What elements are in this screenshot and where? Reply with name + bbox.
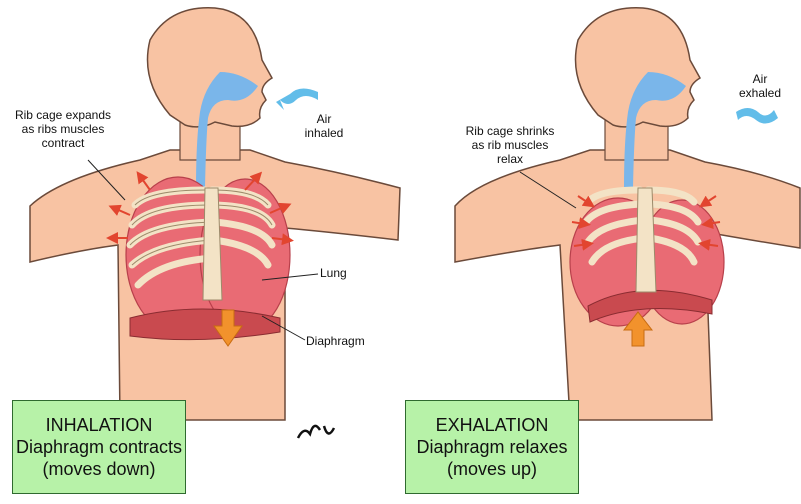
left-air-arrow — [276, 88, 318, 110]
inhalation-caption-title: INHALATION — [46, 414, 153, 436]
inhalation-caption-line: Diaphragm contracts — [16, 436, 182, 458]
left-rib-label-line: as ribs muscles — [4, 122, 122, 136]
inhalation-caption: INHALATION Diaphragm contracts (moves do… — [12, 400, 186, 494]
left-air-label: Air inhaled — [298, 112, 350, 140]
exhalation-caption: EXHALATION Diaphragm relaxes (moves up) — [405, 400, 579, 494]
exhalation-caption-title: EXHALATION — [436, 414, 549, 436]
right-air-label-line: Air — [732, 72, 788, 86]
inhalation-caption-line: (moves down) — [42, 458, 155, 480]
right-air-arrow — [736, 108, 778, 124]
right-air-label-line: exhaled — [732, 86, 788, 100]
lung-label: Lung — [320, 266, 347, 280]
left-air-label-line: inhaled — [298, 126, 350, 140]
signature-mark — [298, 426, 334, 438]
left-rib-label: Rib cage expands as ribs muscles contrac… — [4, 108, 122, 150]
right-air-label: Air exhaled — [732, 72, 788, 100]
left-rib-label-line: Rib cage expands — [4, 108, 122, 122]
left-diaphragm — [130, 309, 280, 340]
right-sternum — [636, 188, 656, 292]
diaphragm-label: Diaphragm — [306, 334, 365, 348]
exhalation-figure — [455, 8, 800, 420]
right-rib-label: Rib cage shrinks as rib muscles relax — [455, 124, 565, 166]
left-rib-label-line: contract — [4, 136, 122, 150]
exhalation-caption-line: (moves up) — [447, 458, 537, 480]
left-air-label-line: Air — [298, 112, 350, 126]
right-rib-label-line: as rib muscles — [455, 138, 565, 152]
inhalation-figure — [30, 8, 400, 438]
right-rib-label-line: relax — [455, 152, 565, 166]
right-rib-label-line: Rib cage shrinks — [455, 124, 565, 138]
exhalation-caption-line: Diaphragm relaxes — [416, 436, 567, 458]
